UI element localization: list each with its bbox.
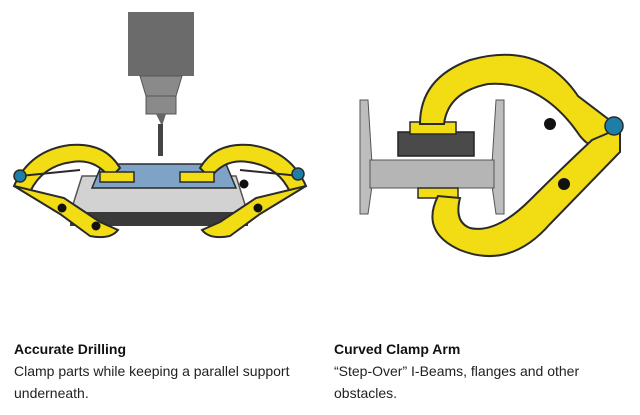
rivet-icon [558,178,570,190]
left-clamp [12,143,135,239]
feature-accurate-drilling: Accurate Drilling Clamp parts while keep… [14,340,304,404]
i-beam [359,99,505,215]
rivet-icon [57,203,67,213]
feature-title: Curved Clamp Arm [334,341,461,357]
rivet-icon [253,203,263,213]
pivot-icon [604,116,624,136]
drill-bit [158,124,163,156]
feature-curved-clamp-arm: Curved Clamp Arm “Step-Over” I-Beams, fl… [334,340,624,404]
drill-spindle [128,12,194,76]
drill-collet [145,95,177,115]
support-base [70,212,248,226]
rivet-icon [239,179,249,189]
drill-tip-holder [156,114,166,126]
pivot-icon [13,169,27,183]
pressure-block [397,131,475,157]
rivet-icon [91,221,101,231]
feature-description: “Step-Over” I-Beams, flanges and other o… [334,363,580,401]
feature-description: Clamp parts while keeping a parallel sup… [14,363,290,401]
i-beam-clamp-illustration [359,53,624,257]
pivot-icon [291,167,305,181]
drill-clamp-illustration [12,12,308,239]
drill-chuck [139,75,183,97]
right-clamp [179,143,308,239]
feature-title: Accurate Drilling [14,341,127,357]
curved-clamp-arm [418,53,624,257]
rivet-icon [544,118,556,130]
